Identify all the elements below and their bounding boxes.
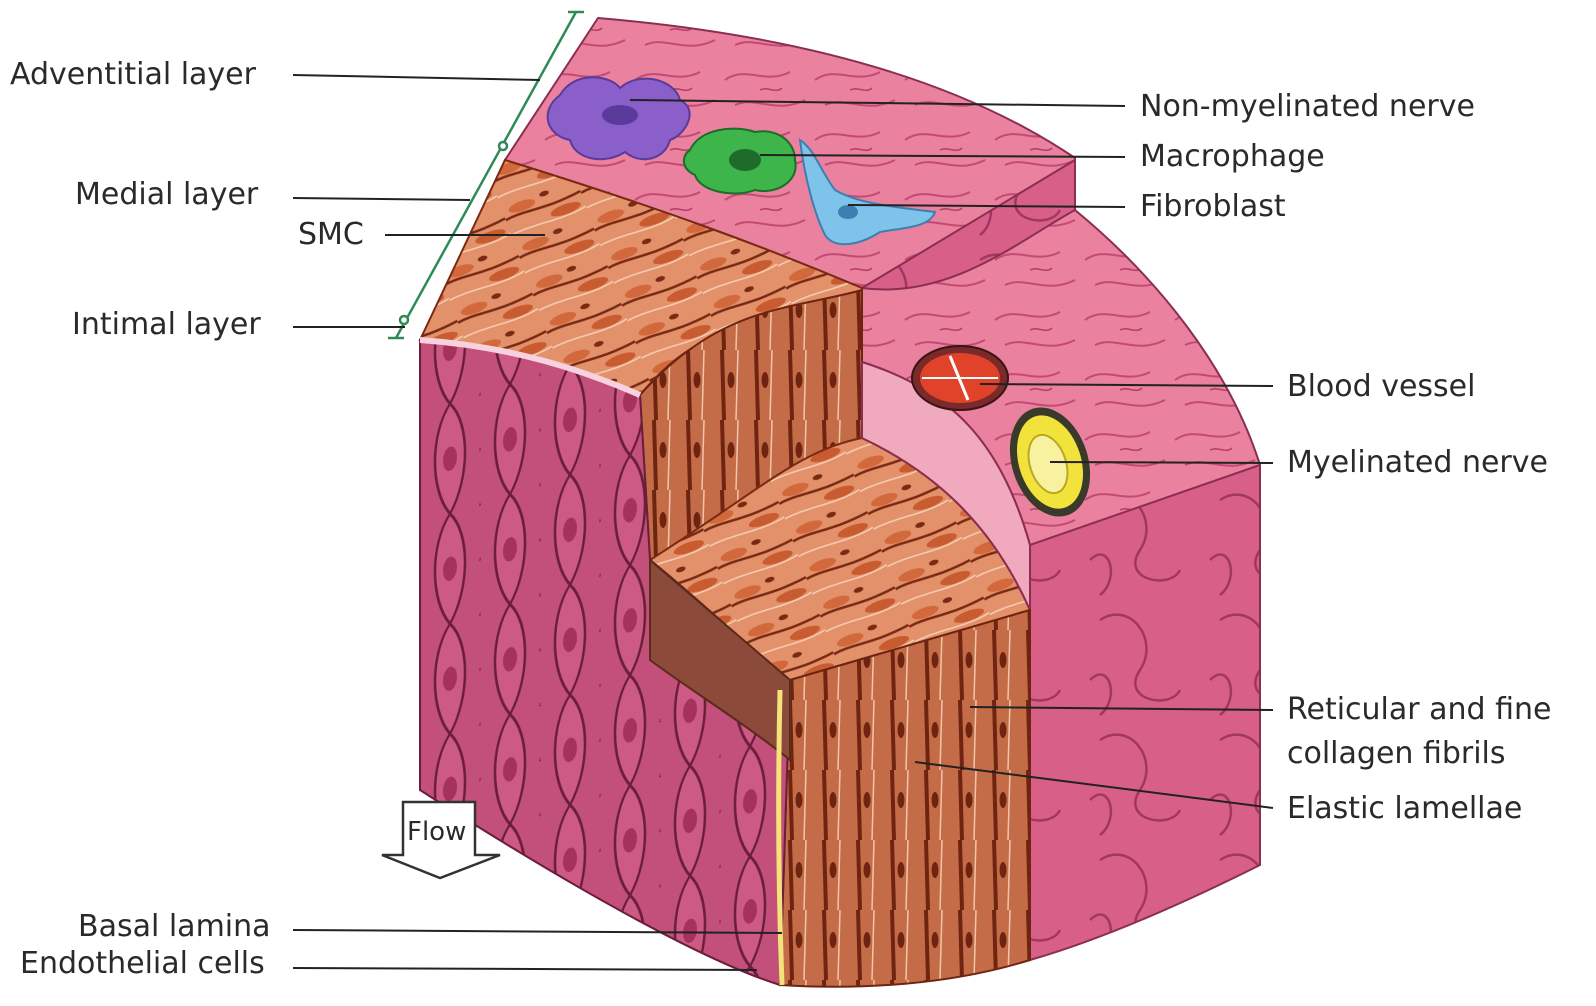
label-reticular-line-1: Reticular and fine: [1287, 693, 1552, 727]
label-non-myelinated-nerve: Non-myelinated nerve: [1140, 90, 1475, 124]
label-adventitial-layer: Adventitial layer: [10, 58, 256, 92]
label-flow: Flow: [407, 815, 466, 849]
label-reticular-line-2: collagen fibrils: [1287, 737, 1506, 771]
macrophage-icon: [684, 129, 796, 194]
label-myelinated-nerve: Myelinated nerve: [1287, 446, 1548, 480]
label-elastic-lamellae: Elastic lamellae: [1287, 792, 1522, 826]
label-smc: SMC: [298, 218, 364, 252]
label-basal-lamina: Basal lamina: [78, 910, 271, 944]
label-macrophage: Macrophage: [1140, 140, 1325, 174]
label-medial-layer: Medial layer: [75, 178, 258, 212]
label-endothelial-cells: Endothelial cells: [20, 947, 265, 981]
label-intimal-layer: Intimal layer: [72, 308, 261, 342]
label-blood-vessel: Blood vessel: [1287, 370, 1475, 404]
blood-vessel-icon: [912, 346, 1008, 410]
label-fibroblast: Fibroblast: [1140, 190, 1286, 224]
